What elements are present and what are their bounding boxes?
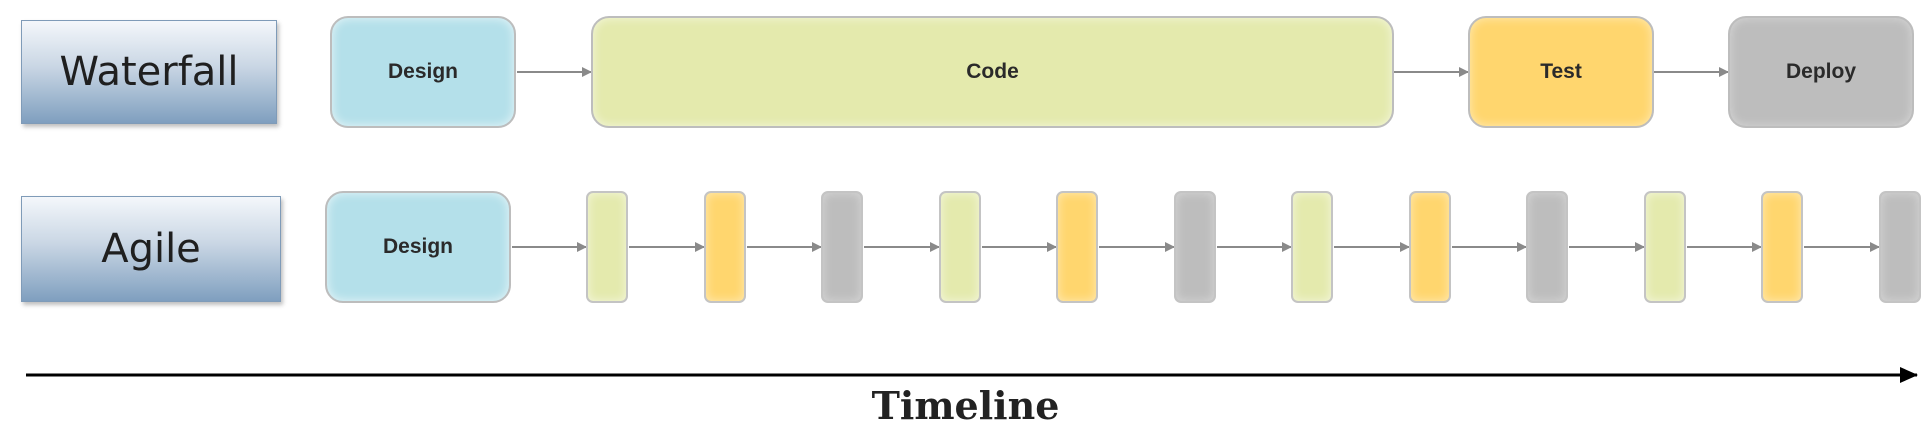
agile-test-iteration xyxy=(1056,191,1098,303)
agile-deploy-iteration xyxy=(821,191,863,303)
agile-test-iteration xyxy=(704,191,746,303)
agile-code-iteration xyxy=(1291,191,1333,303)
agile-deploy-iteration xyxy=(1879,191,1921,303)
agile-design-phase: Design xyxy=(325,191,511,303)
agile-deploy-iteration xyxy=(1174,191,1216,303)
agile-code-iteration xyxy=(939,191,981,303)
waterfall-deploy-phase: Deploy xyxy=(1728,16,1914,128)
timeline-label: Timeline xyxy=(871,383,1060,428)
waterfall-design-phase: Design xyxy=(330,16,516,128)
agile-code-iteration xyxy=(1644,191,1686,303)
agile-test-iteration xyxy=(1761,191,1803,303)
waterfall-code-phase: Code xyxy=(591,16,1394,128)
waterfall-test-phase: Test xyxy=(1468,16,1654,128)
agile-label: Agile xyxy=(21,196,281,302)
agile-test-iteration xyxy=(1409,191,1451,303)
agile-deploy-iteration xyxy=(1526,191,1568,303)
agile-code-iteration xyxy=(586,191,628,303)
waterfall-label: Waterfall xyxy=(21,20,277,124)
